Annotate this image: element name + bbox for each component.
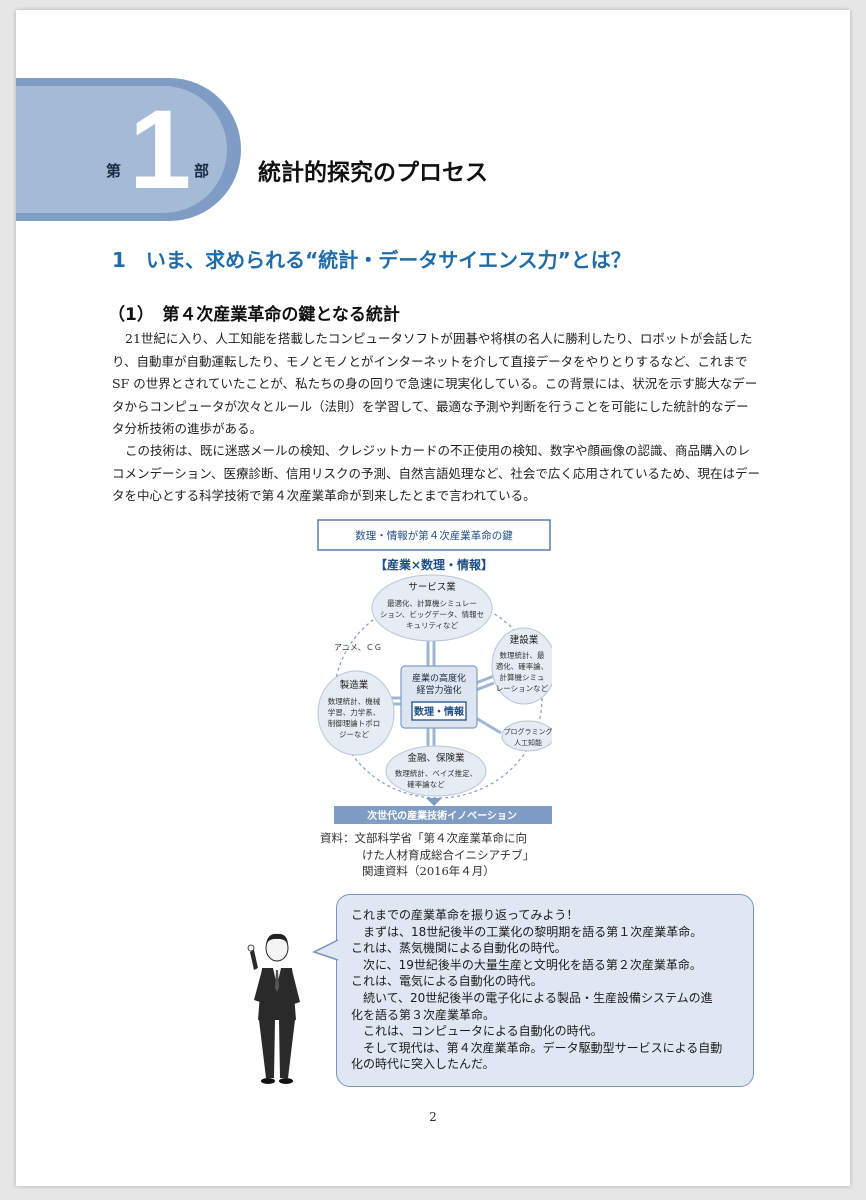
speech-line: まずは、18世紀後半の工業化の黎明期を語る第１次産業革命。 [363, 924, 703, 939]
service-title: サービス業 [408, 581, 456, 593]
paragraph-line: 21世紀に入り、人工知能を搭載したコンピュータソフトが囲碁や将棋の名人に勝利した… [125, 331, 753, 346]
center-inner-box [411, 701, 467, 721]
paragraph-line: り、自動車が自動運転したり、モノとモノとがインターネットを介して直接データをやり… [112, 353, 748, 369]
part-banner-inner [16, 86, 227, 213]
anime-label: アニメ、ＣＧ [334, 643, 382, 652]
part-title: 統計的探究のプロセス [258, 160, 488, 186]
speech-line: 化を語る第３次産業革命。 [351, 1007, 496, 1022]
paragraph-line: タを中心とする科学技術で第４次産業革命が到来したとまで言われている。 [112, 488, 536, 503]
manufacturing-line: 制御理論トポロ [328, 718, 381, 728]
teacher-illustration [247, 933, 300, 1084]
programming-line: 人工知能 [514, 738, 542, 747]
construction-line: 適化、確率論、 [496, 661, 549, 671]
speech-line: これは、蒸気機関による自動化の時代。 [351, 941, 567, 956]
finance-bubble [385, 745, 487, 797]
page-number: 2 [429, 1110, 437, 1124]
paragraph-line: タ分析技術の進歩がある。 [112, 421, 263, 436]
caption-line: 関連資料（2016年４月） [362, 864, 495, 878]
speech-line: 続いて、20世紀後半の電子化による製品・生産設備システムの進 [363, 990, 713, 1005]
paragraph-line: この技術は、既に迷惑メールの検知、クレジットカードの不正使用の検知、数字や顔画像… [125, 443, 751, 458]
service-bubble [371, 574, 493, 642]
speech-line: 化の時代に突入したんだ。 [351, 1057, 495, 1072]
caption-line: けた人材育成総合イニシアチブ」 [362, 847, 535, 862]
center-box-label: 数理・情報 [414, 705, 465, 718]
document-page: 第 1 部 統計的探究のプロセス 1 いま、求められる“統計・データサイエンス力… [16, 10, 850, 1186]
speech-line: 次に、19世紀後半の大量生産と文明化を語る第２次産業革命。 [363, 957, 702, 972]
finance-line: 確率論など [407, 779, 445, 789]
subsection-title: （1） 第４次産業革命の鍵となる統計 [108, 305, 400, 325]
speech-bubble: これまでの産業革命を振り返ってみよう！ まずは、18世紀後半の工業化の黎明期を語る… [336, 894, 754, 1087]
center-line: 経営力強化 [416, 684, 461, 696]
programming-line: プログラミング [504, 727, 553, 736]
figure-footer: 次世代の産業技術イノベーション [367, 809, 517, 822]
manufacturing-title: 製造業 [340, 679, 369, 691]
footer-banner [334, 806, 552, 824]
programming-bubble [501, 720, 552, 752]
construction-line: レーションなど [496, 684, 549, 693]
section-title: 1 いま、求められる“統計・データサイエンス力”とは？ [112, 248, 631, 272]
speech-bubble-tail [312, 939, 339, 961]
service-line: 最適化、計算機シミュレー [387, 598, 477, 608]
figure-caption: 資料：文部科学省「第４次産業革命に向 けた人材育成総合イニシアチブ」 関連資料（… [320, 830, 534, 880]
center-line: 産業の高度化 [412, 672, 466, 684]
speech-line: そして現代は、第４次産業革命。データ駆動型サービスによる自動 [363, 1040, 723, 1055]
service-line: ション、ビッグデータ、情報セ [380, 609, 484, 619]
construction-title: 建設業 [510, 634, 539, 646]
manufacturing-bubble [317, 670, 395, 756]
figure-subheader: 【産業×数理・情報】 [375, 557, 493, 572]
paragraph-line: SF の世界とされていたことが、私たちの身の回りで急速に現実化している。この背景… [112, 376, 758, 391]
construction-line: 計算機シミュ [500, 672, 545, 682]
finance-line: 数理統計、ベイズ推定、 [395, 768, 477, 778]
manufacturing-line: ジーなど [339, 730, 369, 739]
industry-diagram: 数理・情報が第４次産業革命の鍵 【産業×数理・情報】 サービス業 最適化、計算機… [317, 519, 553, 824]
part-number: 1 [129, 87, 192, 212]
speech-lines: これまでの産業革命を振り返ってみよう！ まずは、18世紀後半の工業化の黎明期を語る… [351, 907, 739, 1073]
part-label-bu: 部 [194, 162, 210, 180]
speech-line: これまでの産業革命を振り返ってみよう！ [351, 908, 579, 922]
construction-bubble [491, 627, 552, 705]
paragraph-1: 21世紀に入り、人工知能を搭載したコンピュータソフトが囲碁や将棋の名人に勝利した… [112, 328, 772, 441]
figure-header: 数理・情報が第４次産業革命の鍵 [355, 529, 513, 542]
construction-line: 数理統計、最 [500, 650, 545, 660]
speech-line: これは、電気による自動化の時代。 [351, 974, 543, 989]
service-line: キュリティなど [406, 621, 459, 630]
figure-header-box [317, 519, 551, 551]
part-label-dai: 第 [106, 162, 122, 180]
manufacturing-line: 数理統計、機械 [328, 696, 381, 706]
speech-line: これは、コンピュータによる自動化の時代。 [363, 1024, 603, 1039]
caption-line: 資料：文部科学省「第４次産業革命に向 [320, 831, 527, 845]
down-arrow-icon [426, 798, 442, 806]
paragraph-line: コメンデーション、医療診断、信用リスクの予測、自然言語処理など、社会で広く応用さ… [112, 465, 761, 481]
paragraph-line: タからコンピュータが次々とルール（法則）を学習して、最適な予測や判断を行うことを… [112, 398, 749, 414]
paragraph-2: この技術は、既に迷惑メールの検知、クレジットカードの不正使用の検知、数字や顔画像… [112, 440, 772, 508]
manufacturing-line: 学習、力学系、 [328, 707, 381, 717]
finance-title: 金融、保険業 [407, 752, 465, 764]
